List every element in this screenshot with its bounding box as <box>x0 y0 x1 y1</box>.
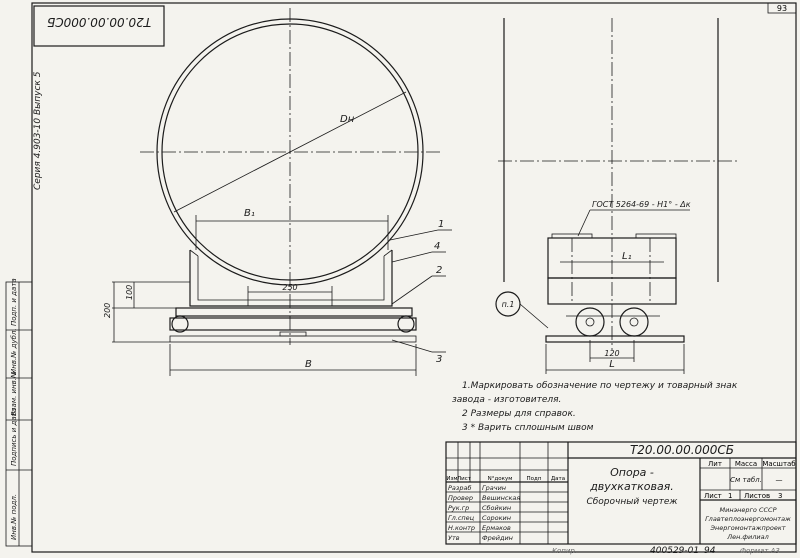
col-sign: Подп <box>527 476 542 482</box>
callout-3: 3 <box>436 354 442 365</box>
dn-label: Dн <box>340 114 355 125</box>
org-0: Минэнерго СССР <box>719 506 776 514</box>
name-2: Сбойкин <box>482 504 511 512</box>
name-0: Грачин <box>482 484 506 492</box>
note-2: 2 Размеры для справок. <box>462 409 576 419</box>
org-1: Главтеплоэнергомонтаж <box>705 515 791 523</box>
role-0: Разраб <box>448 484 471 492</box>
front-view: Dн B₁ 250 100 200 B <box>103 8 452 376</box>
d120-label: 120 <box>604 349 619 358</box>
doc-suffix: 94 <box>704 546 716 556</box>
b-label: B <box>305 359 312 370</box>
b1-label: B₁ <box>244 208 255 219</box>
technical-notes: 1.Маркировать обозначение по чертежу и т… <box>452 381 738 433</box>
name-5: Фрейдин <box>482 534 513 542</box>
sheet-frame <box>31 2 797 553</box>
roller-left <box>171 315 189 333</box>
hdr-sheet: Лист <box>704 492 722 500</box>
hdr-lit: Лит <box>708 460 722 468</box>
note-1: 1.Маркировать обозначение по чертежу и т… <box>462 381 738 391</box>
org-2: Энергомонтажпроект <box>709 524 785 532</box>
hdr-scale: Масштаб <box>762 460 795 468</box>
role-5: Утв <box>448 534 460 542</box>
title-block-frame <box>445 441 797 545</box>
l1-label: L₁ <box>622 251 632 262</box>
name-3: Сорокин <box>482 514 511 522</box>
saddle-inner <box>197 256 385 301</box>
sheets-no: 3 <box>778 492 782 500</box>
callout-2: 2 <box>436 265 442 276</box>
tb-title-2: двухкатковая. <box>589 480 674 493</box>
org-3: Лен.филиал <box>726 533 769 541</box>
side-col-2: Подпись и дата <box>10 408 18 466</box>
scale-value: — <box>776 476 783 484</box>
doc-number: 400529-01 <box>650 546 699 556</box>
series-label: Серия 4.903-10 Выпуск 5 <box>33 71 43 190</box>
page-number: 93 <box>777 4 787 13</box>
roller-right <box>397 315 415 333</box>
role-1: Провер <box>448 494 473 502</box>
base-plate <box>175 307 413 317</box>
title-block: Т20.00.00.000СБ Изм Лист N°докум Подп Да… <box>445 441 797 545</box>
side-view: L₁ ГОСТ 5264-69 - Н1° - Δк п.1 120 L <box>495 18 740 374</box>
saddle-outer <box>189 250 393 307</box>
detail-marker: п.1 <box>502 300 515 309</box>
note-3: 3 * Варить сплошным швом <box>462 423 594 433</box>
support-lower <box>547 277 677 305</box>
base-rail <box>169 335 417 343</box>
name-1: Вешинская <box>482 494 520 502</box>
side-col-1: Инв.№ подл. <box>10 494 18 540</box>
d100-label: 100 <box>125 285 134 300</box>
rotated-stamp: Т20.00.00.000СБ <box>47 15 151 29</box>
page-number-box <box>767 2 797 14</box>
side-roller-right <box>619 307 649 337</box>
rotated-stamp-box <box>33 5 165 47</box>
weld-note: ГОСТ 5264-69 - Н1° - Δк <box>592 200 691 209</box>
tb-title-3: Сборочный чертеж <box>586 497 678 507</box>
name-4: Ермаков <box>482 524 511 532</box>
d200-label: 200 <box>103 303 112 318</box>
role-3: Гл.спец <box>448 514 475 522</box>
copy-note: Копир. <box>552 547 577 555</box>
role-4: Н.контр <box>448 524 475 532</box>
side-col-4: Инв.№ дубл. <box>10 328 18 374</box>
col-izm: Изм <box>446 476 457 482</box>
mass-value: См табл. <box>730 476 762 484</box>
left-side-columns: Инв.№ подл. Подпись и дата Взам. инв.№ И… <box>5 278 33 547</box>
hdr-sheets: Листов <box>744 492 770 500</box>
roller-axle <box>169 317 417 331</box>
note-1-cont: завода - изготовителя. <box>452 395 561 405</box>
side-roller-left <box>575 307 605 337</box>
callout-1: 1 <box>438 219 444 230</box>
side-col-5: Подп. и дата <box>10 278 18 326</box>
col-doc: N°докум <box>488 476 513 482</box>
dn-dimension-line <box>173 91 407 213</box>
col-date: Дата <box>551 476 565 482</box>
format-note: Формат А3 <box>740 547 780 555</box>
role-2: Рук.гр <box>448 504 469 512</box>
l-label: L <box>609 359 615 370</box>
col-list: Лист <box>457 476 472 482</box>
hdr-mass: Масса <box>735 460 757 468</box>
tb-title-1: Опора - <box>610 466 654 479</box>
callout-leaders <box>389 229 452 353</box>
side-base-rail <box>545 335 685 343</box>
sheet-no: 1 <box>728 492 732 500</box>
side-col-3: Взам. инв.№ <box>10 371 18 416</box>
callout-4: 4 <box>434 241 440 252</box>
d250-label: 250 <box>282 283 297 292</box>
tb-designation: Т20.00.00.000СБ <box>630 443 734 457</box>
